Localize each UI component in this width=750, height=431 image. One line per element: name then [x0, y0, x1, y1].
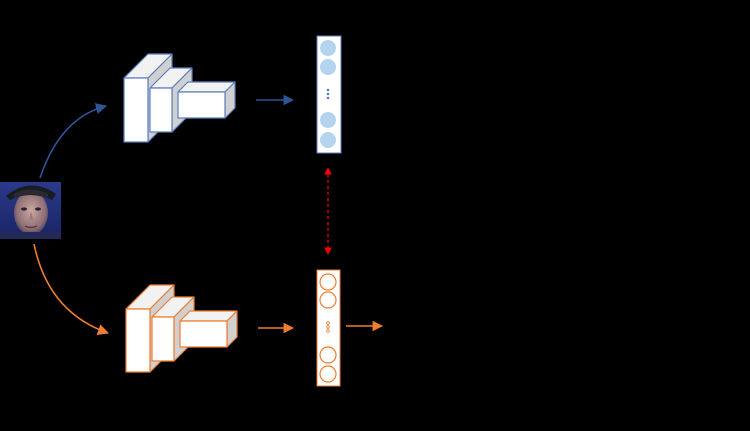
top-cnn-network-icon [123, 53, 236, 143]
bottom-neuron [319, 346, 337, 364]
bottom-ellipsis-dot [326, 321, 330, 325]
top-neuron [320, 112, 336, 128]
top-ellipsis-dot [326, 88, 330, 92]
top-neuron [320, 40, 336, 56]
face-photo-icon [0, 182, 61, 239]
bottom-neuron [319, 365, 337, 383]
bottom-feature-vector [316, 269, 341, 387]
bottom-neuron [319, 291, 337, 309]
top-branch-arrow [39, 103, 108, 179]
top-neuron [320, 132, 336, 148]
bottom-neuron [319, 273, 337, 291]
bottom-cnn-network-icon [125, 284, 238, 373]
bottom-ellipsis-dot [326, 329, 330, 333]
bottom-ellipsis-dot [326, 325, 330, 329]
top-ellipsis-dot [326, 92, 330, 96]
top-neuron [320, 59, 336, 75]
top-ellipsis-dot [326, 96, 330, 100]
bottom-branch-arrow [33, 243, 110, 335]
top-feature-vector [316, 35, 342, 154]
